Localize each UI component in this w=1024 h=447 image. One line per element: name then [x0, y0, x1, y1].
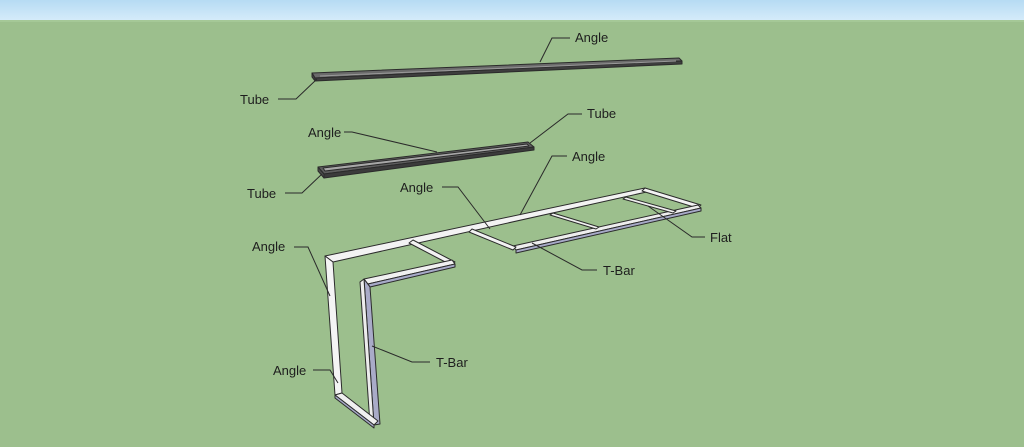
callout-tbar-right: T-Bar [531, 242, 635, 278]
callout-label: T-Bar [436, 355, 468, 370]
tray-end [317, 166, 325, 179]
front-rail-right-side [515, 207, 702, 254]
middle-tray[interactable] [317, 141, 535, 179]
callout-mid-tube-right: Tube [529, 106, 616, 144]
back-rail-top [324, 187, 652, 263]
cross-member-1 [549, 212, 600, 230]
callout-frame-angle-upper: Angle [519, 149, 605, 216]
callout-frame-angle-left: Angle [252, 239, 331, 297]
callout-label: Tube [247, 186, 276, 201]
callout-flat: Flat [647, 205, 732, 245]
callout-top-angle: Angle [539, 30, 608, 63]
callout-frame-angle-center: Angle [400, 180, 491, 230]
callout-label: Flat [710, 230, 732, 245]
callout-mid-angle: Angle [308, 125, 438, 153]
callout-label: Angle [575, 30, 608, 45]
counter-frame[interactable] [324, 187, 702, 429]
left-outer-leg [324, 255, 343, 396]
callout-top-tube: Tube [240, 78, 318, 107]
callout-label: Angle [252, 239, 285, 254]
top-bar-side-face [314, 60, 683, 82]
callout-label: Tube [587, 106, 616, 121]
callout-tbar-bottom: T-Bar [371, 345, 468, 370]
callout-label: Angle [308, 125, 341, 140]
callout-label: Angle [273, 363, 306, 378]
sky-background [0, 0, 1024, 21]
callout-label: Tube [240, 92, 269, 107]
cross-member-2 [622, 196, 677, 214]
top-tube-bar[interactable] [311, 57, 683, 82]
horizon-line [0, 20, 1024, 22]
callout-mid-tube-left: Tube [247, 173, 323, 201]
callout-label: T-Bar [603, 263, 635, 278]
top-bar-top-face [311, 57, 683, 79]
callout-label: Angle [572, 149, 605, 164]
tray-inner [322, 143, 530, 172]
step-connector [468, 228, 517, 251]
bottom-end-rail-side [334, 394, 375, 429]
callout-frame-angle-bottom: Angle [273, 363, 339, 384]
callout-label: Angle [400, 180, 433, 195]
inner-front-rail [363, 259, 456, 285]
top-bar-highlight [319, 60, 677, 77]
